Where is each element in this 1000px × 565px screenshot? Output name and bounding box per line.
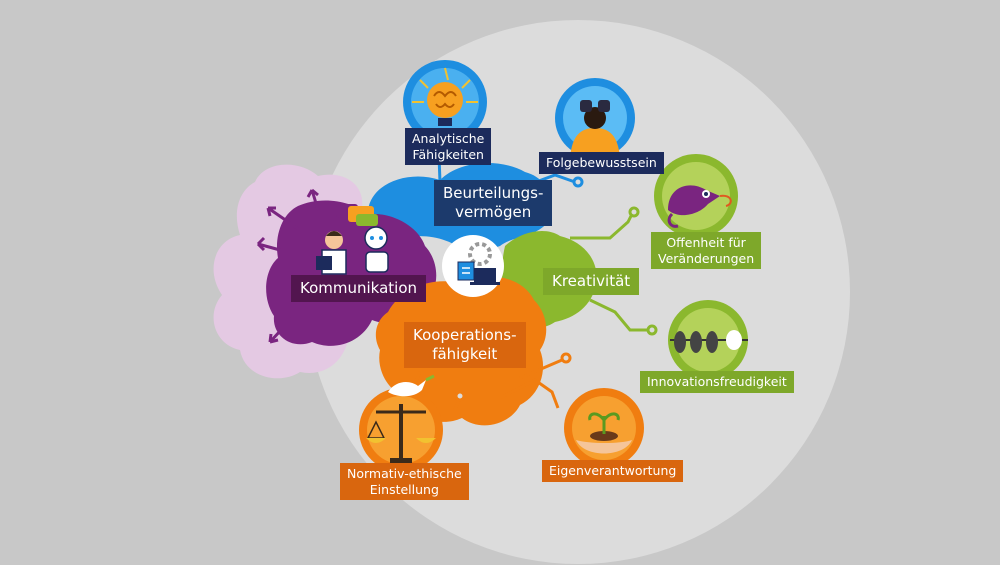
sprout-hands-icon	[564, 388, 644, 468]
label-kommunikation: Kommunikation	[291, 275, 427, 302]
label-line: Kreativität	[552, 272, 631, 290]
label-line: Einstellung	[369, 481, 439, 497]
label-line: Normativ-ethische	[347, 466, 462, 481]
label-line: Innovationsfreudigkeit	[647, 374, 787, 389]
birds-on-wire-icon	[668, 300, 748, 380]
label-line: Eigenverantwortung	[549, 463, 677, 478]
label-line: Folgebewusstsein	[546, 155, 657, 170]
scales-icon	[359, 388, 443, 472]
label-line: Offenheit für	[666, 235, 746, 250]
brain-lightbulb-icon	[403, 60, 487, 144]
person-and-robot-icon	[316, 204, 389, 275]
label-line: Veränderungen	[658, 250, 755, 266]
label-line: Analytische	[412, 131, 485, 146]
label-line: Kommunikation	[300, 279, 418, 297]
label-line: Fähigkeiten	[412, 146, 484, 162]
label-line: vermögen	[455, 202, 532, 221]
gear-laptop-icon	[442, 235, 504, 297]
label-beurteilungsvermoegen: Beurteilungs- vermögen	[434, 180, 553, 226]
label-line: Kooperations-	[413, 326, 517, 344]
label-folgebewusstsein: Folgebewusstsein	[539, 152, 664, 174]
binoculars-person-icon	[555, 78, 635, 158]
label-line: Beurteilungs-	[443, 184, 544, 202]
label-eigenverantwortung: Eigenverantwortung	[542, 460, 684, 482]
arrow-icons	[256, 188, 319, 344]
label-kreativitaet: Kreativität	[543, 268, 640, 295]
dove-icon	[388, 374, 435, 397]
label-offenheit-fuer-veraenderungen: Offenheit für Veränderungen	[651, 232, 762, 270]
label-normativ-ethische-einstellung: Normativ-ethische Einstellung	[340, 463, 469, 501]
chameleon-icon	[654, 154, 738, 238]
label-innovationsfreudigkeit: Innovationsfreudigkeit	[640, 371, 794, 393]
label-line: fähigkeit	[432, 344, 498, 363]
label-kooperationsfaehigkeit: Kooperations- fähigkeit	[404, 322, 526, 368]
label-analytische-faehigkeiten: Analytische Fähigkeiten	[405, 128, 492, 166]
